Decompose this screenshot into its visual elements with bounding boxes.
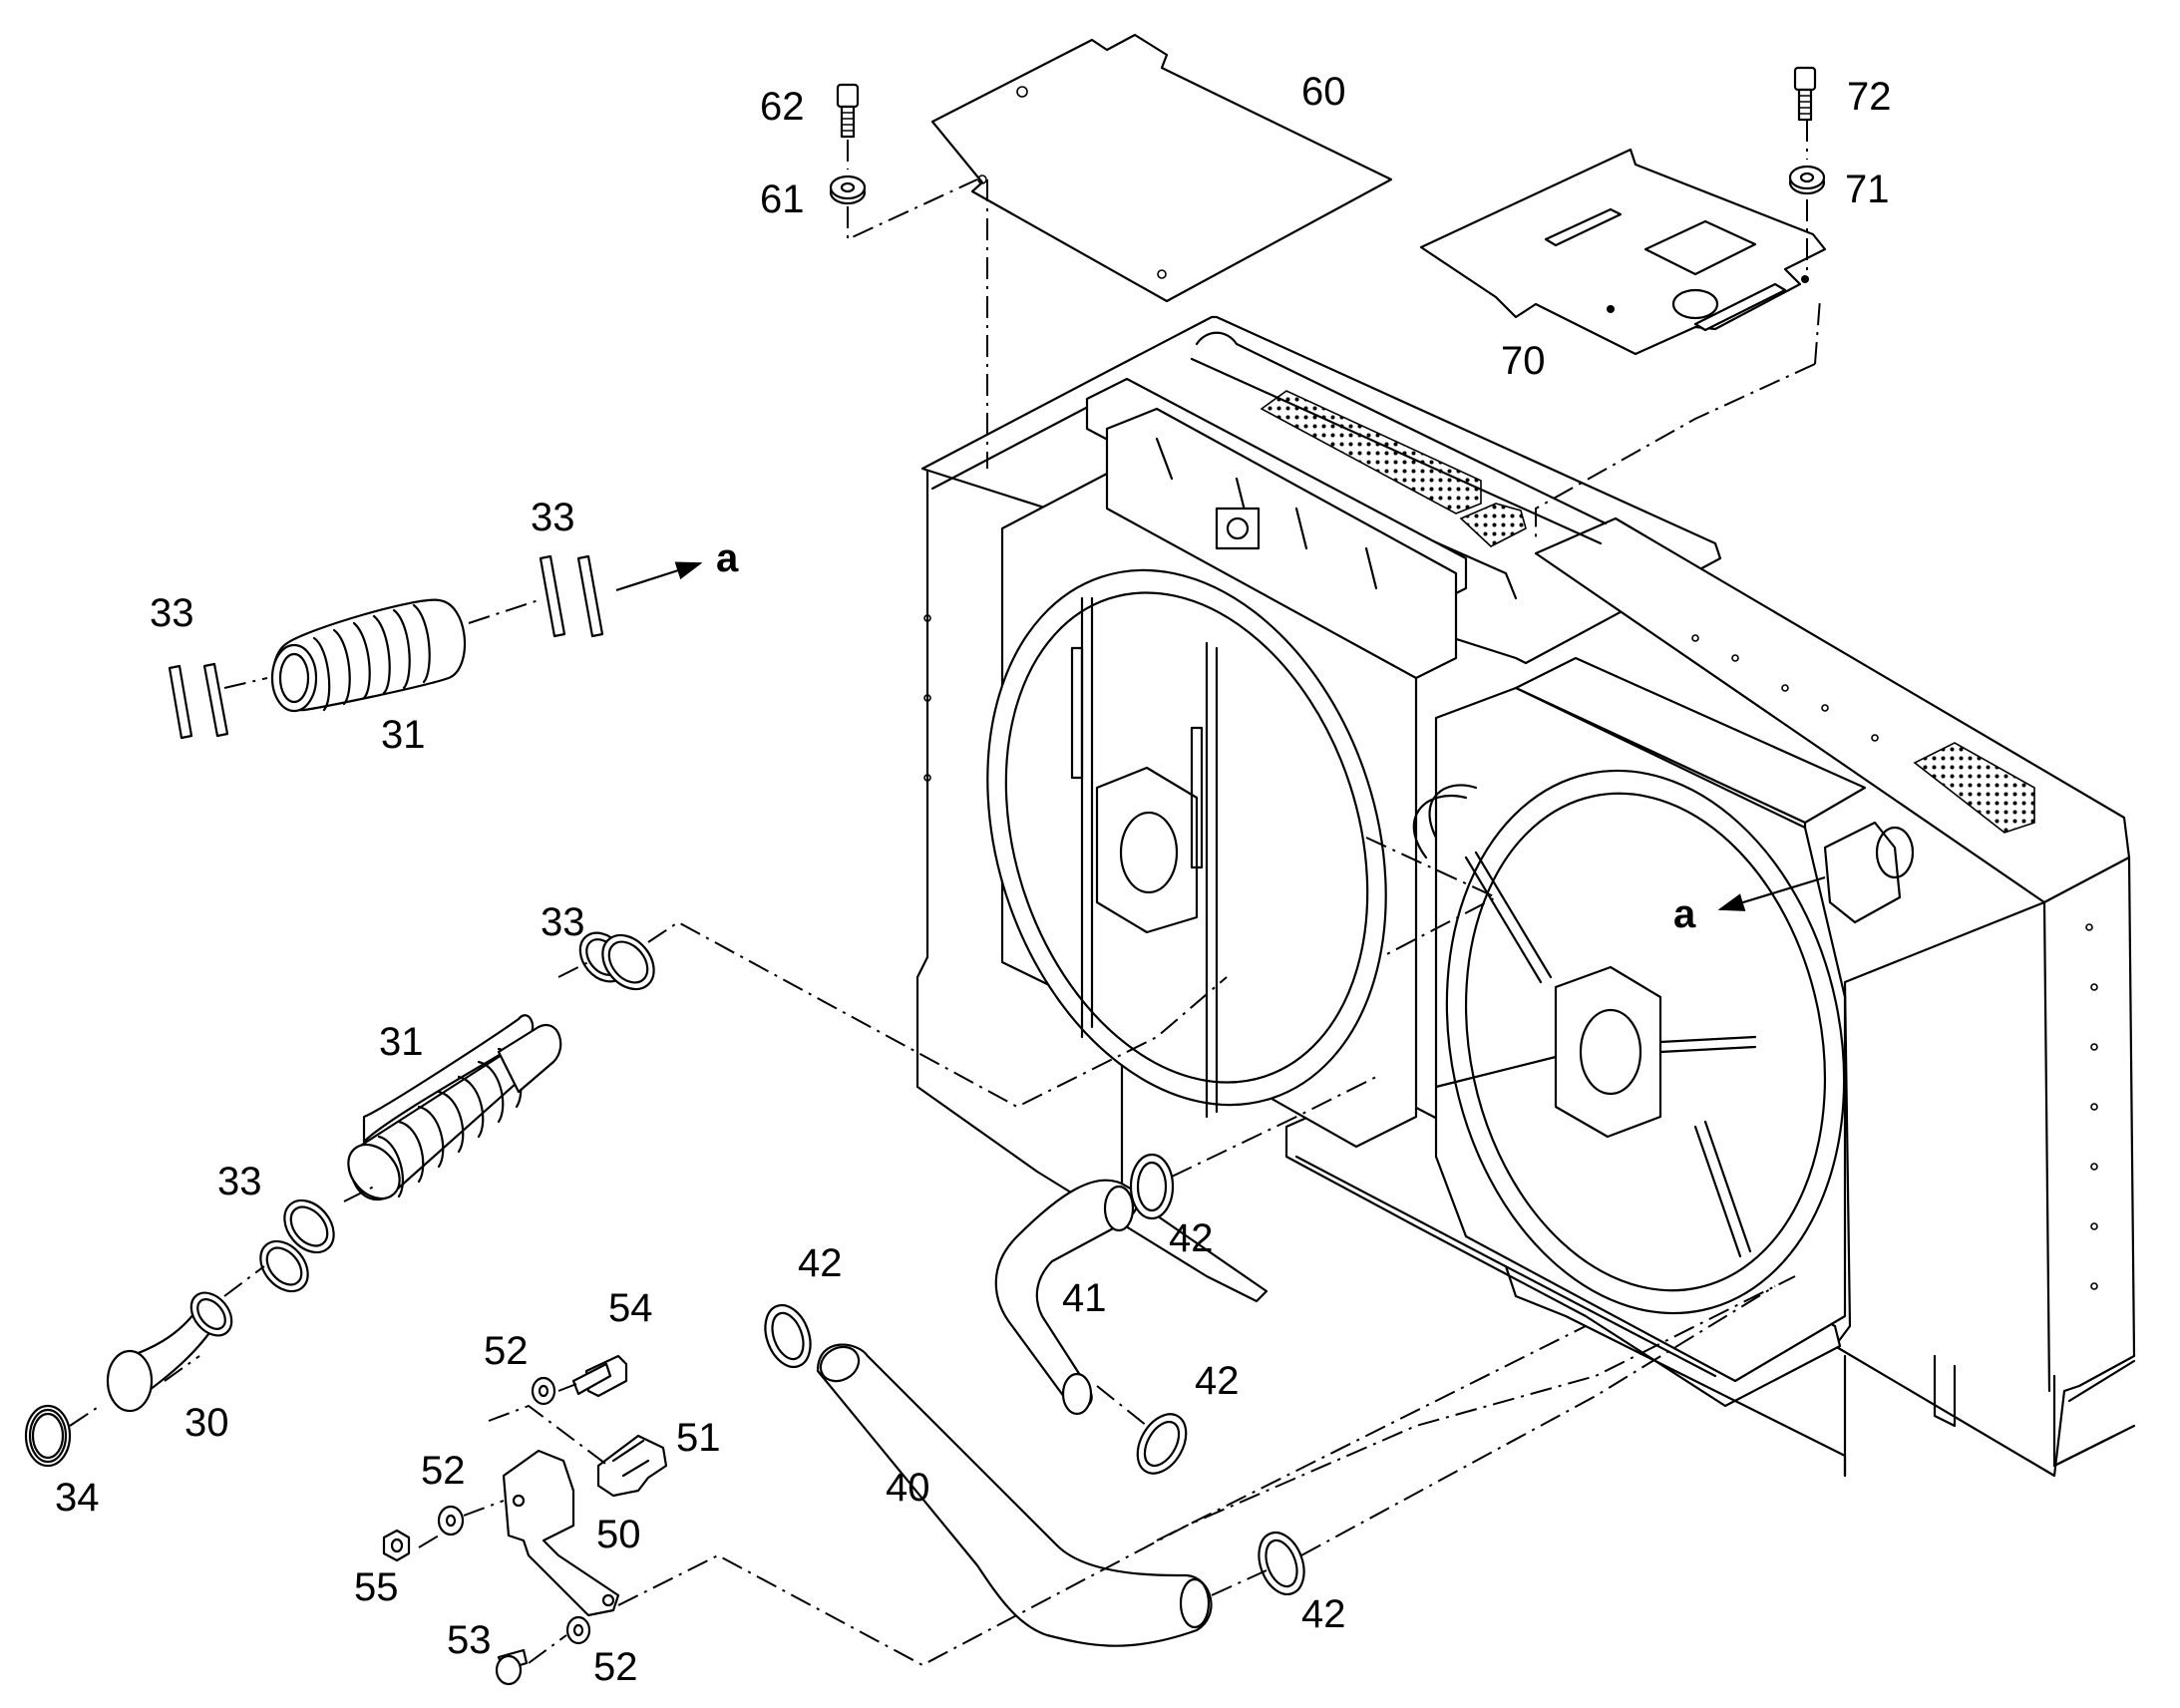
elbow-pipe-30 (106, 1291, 233, 1413)
callout-40: 40 (886, 1466, 930, 1510)
callout-61: 61 (760, 177, 805, 221)
right-section-inlet-pipe (1823, 821, 1902, 924)
assembly-lines (69, 120, 1821, 1667)
callout-42-a: 42 (1169, 1216, 1214, 1260)
coolant-hose-40 (816, 1343, 1213, 1647)
bracket-50 (502, 1449, 620, 1617)
washer-52-b (437, 1505, 465, 1537)
callout-33-lower-bottom: 33 (217, 1160, 262, 1203)
left-fan-hub (1119, 811, 1179, 894)
right-inlet-port (1875, 826, 1915, 879)
washer-52-c (565, 1615, 591, 1645)
reference-arrow-a-upper (615, 561, 703, 592)
bolt-54 (571, 1354, 628, 1398)
callout-30: 30 (184, 1401, 229, 1445)
callout-51: 51 (676, 1416, 721, 1460)
callout-62: 62 (760, 85, 805, 129)
clamp-42-c (1136, 1413, 1188, 1475)
callout-53: 53 (447, 1618, 492, 1662)
seal-ring-34 (24, 1404, 72, 1468)
nut-55 (382, 1529, 411, 1562)
callout-50: 50 (596, 1513, 641, 1556)
callout-33-upper-left: 33 (150, 591, 194, 635)
bellows-hose-31-upper (270, 598, 467, 713)
clamp-33-lower-top (578, 931, 655, 991)
left-fan-motor-plate (1095, 766, 1199, 934)
frame-right-side (1833, 855, 2136, 1478)
cover-plate-70 (1419, 148, 1827, 356)
clamp-42-b (764, 1303, 812, 1369)
clamp-33-upper-left (168, 662, 229, 740)
callout-labels: 60 62 61 72 71 70 33 33 31 a 33 31 33 30… (55, 70, 1892, 1689)
coolant-hose-41 (994, 1179, 1139, 1416)
callout-41: 41 (1062, 1276, 1107, 1320)
top-rail-pipe (1190, 331, 1608, 545)
cooler-frame-assembly (915, 315, 2136, 1478)
clamp-33-upper-right (539, 554, 604, 638)
clamp-42-d (1258, 1531, 1305, 1596)
callout-31-upper: 31 (381, 713, 426, 757)
callout-a-upper: a (716, 536, 739, 580)
right-fan-motor-plate (1554, 965, 1662, 1139)
left-fan-ring-inner (1004, 591, 1369, 1084)
callout-72: 72 (1847, 75, 1892, 119)
center-duct (1105, 407, 1458, 680)
left-shroud-strut (1080, 596, 1219, 1119)
callout-52-a: 52 (484, 1329, 529, 1373)
frame-bottom-right (1843, 1354, 2136, 1478)
screw-62 (836, 83, 860, 139)
frame-bolt-holes (923, 614, 2098, 1290)
washer-61 (829, 174, 867, 205)
reference-arrow-a-lower (1717, 875, 1826, 911)
mesh-grille-top-left (1260, 390, 1482, 514)
center-block (1215, 507, 1261, 550)
center-duct-ribs (1155, 437, 1378, 590)
callout-33-upper-right: 33 (531, 496, 575, 539)
right-fan-pipe-loop (1412, 784, 1478, 859)
callout-a-lower: a (1673, 892, 1696, 936)
washer-52-a (531, 1376, 556, 1406)
callout-42-d: 42 (1301, 1592, 1346, 1636)
mesh-grille-top-mid (1459, 503, 1527, 547)
callout-55: 55 (354, 1565, 399, 1609)
screw-53 (495, 1648, 529, 1686)
center-block-hole (1226, 516, 1250, 540)
callout-52-b: 52 (421, 1449, 466, 1493)
callout-33-lower-top: 33 (541, 900, 585, 944)
callout-70: 70 (1501, 339, 1546, 383)
clamp-42-a (1129, 1153, 1175, 1220)
screw-72 (1793, 66, 1817, 122)
right-fan-hub (1579, 1008, 1642, 1096)
callout-42-b: 42 (798, 1241, 843, 1285)
bellows-hose-31-lower (347, 1014, 562, 1200)
callout-52-c: 52 (593, 1645, 638, 1689)
callout-60: 60 (1301, 70, 1346, 114)
callout-31-lower: 31 (379, 1020, 424, 1064)
callout-42-c: 42 (1195, 1359, 1240, 1403)
sensor-51 (596, 1434, 668, 1498)
washer-71 (1788, 165, 1826, 195)
clamp-33-lower-bottom (259, 1198, 335, 1293)
callout-34: 34 (55, 1476, 100, 1520)
callout-71: 71 (1845, 168, 1890, 211)
mesh-grille-right (1913, 742, 2035, 834)
callout-54: 54 (608, 1286, 653, 1330)
right-shroud-struts (1434, 851, 1757, 1258)
